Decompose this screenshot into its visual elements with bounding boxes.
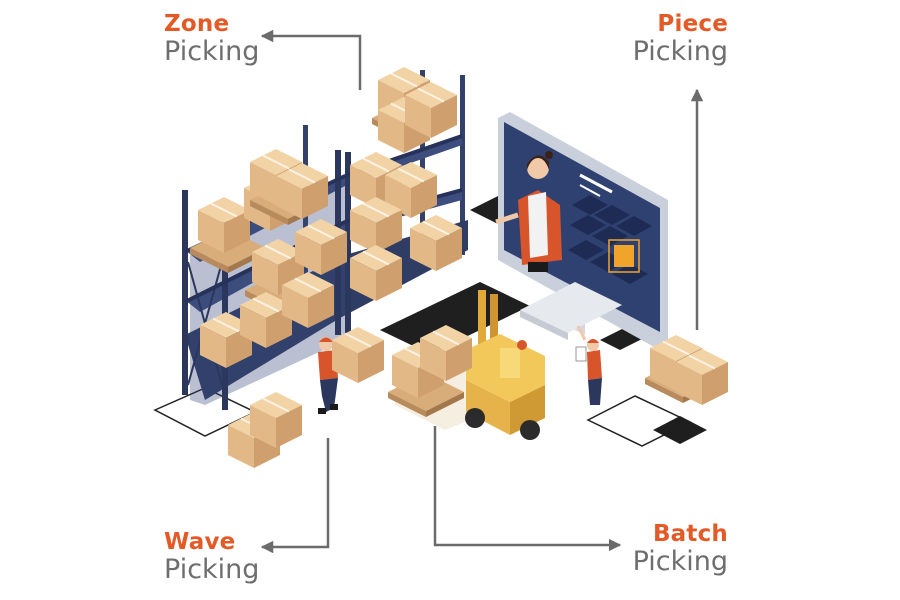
batch-arrow bbox=[433, 426, 622, 552]
zone-arrow bbox=[260, 29, 362, 90]
wave-arrow bbox=[260, 438, 330, 554]
piece-subtitle: Picking bbox=[632, 36, 728, 68]
zone-subtitle: Picking bbox=[164, 36, 260, 68]
wave-picking-label: Wave Picking bbox=[164, 530, 259, 584]
batch-picking-label: Batch Picking bbox=[633, 522, 728, 576]
wave-subtitle: Picking bbox=[164, 554, 260, 586]
pallet-icon bbox=[645, 334, 729, 406]
operator-icon bbox=[495, 151, 562, 272]
piece-title: Piece bbox=[657, 11, 728, 37]
piece-picking-label: Piece Picking bbox=[633, 12, 728, 66]
floor-boxes-left bbox=[227, 391, 303, 469]
wave-title: Wave bbox=[164, 529, 236, 555]
zone-title: Zone bbox=[164, 11, 230, 37]
batch-title: Batch bbox=[652, 521, 728, 547]
worker-icon bbox=[318, 326, 385, 414]
worker-tablet-icon bbox=[575, 325, 602, 405]
forklift-icon bbox=[388, 290, 545, 440]
batch-subtitle: Picking bbox=[632, 546, 728, 578]
zone-picking-label: Zone Picking bbox=[164, 12, 259, 66]
